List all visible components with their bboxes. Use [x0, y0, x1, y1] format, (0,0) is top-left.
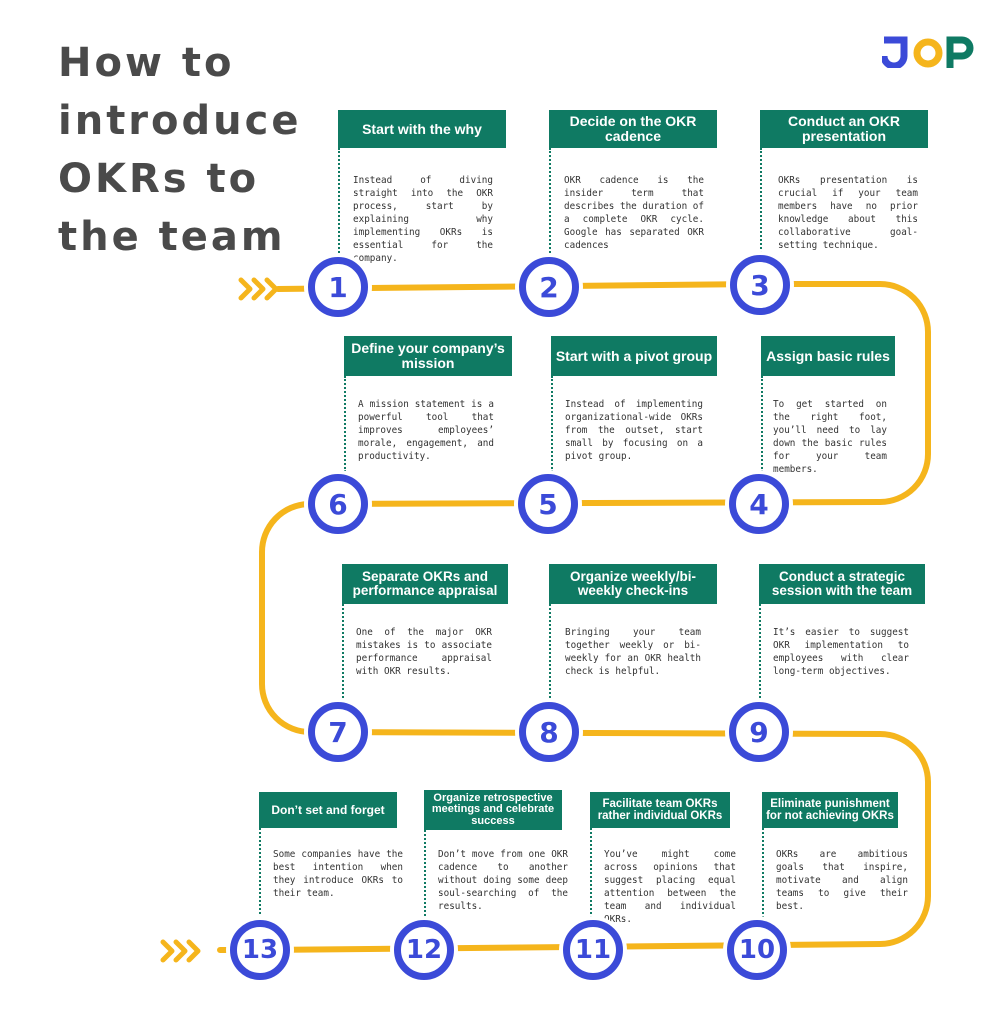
step-number-8: 8 — [519, 702, 579, 762]
title-line: the team — [58, 214, 286, 260]
step-header: Conduct an OKR presentation — [760, 110, 928, 148]
connector-line — [759, 604, 761, 702]
step-number-6: 6 — [308, 474, 368, 534]
connector-line — [590, 828, 592, 938]
step-number-12: 12 — [394, 920, 454, 980]
connector-line — [259, 828, 261, 938]
step-description: One of the major OKR mistakes is to asso… — [356, 627, 492, 677]
step-header: Eliminate punishment for not achieving O… — [762, 792, 898, 828]
connector-line — [549, 604, 551, 702]
connector-line — [338, 148, 340, 260]
step-description: You’ve might come across opinions that s… — [604, 849, 736, 925]
connector-line — [762, 828, 764, 938]
step-number-11: 11 — [563, 920, 623, 980]
title-line: How to — [58, 40, 235, 86]
step-header: Assign basic rules — [761, 336, 895, 376]
step-number-13: 13 — [230, 920, 290, 980]
connector-line — [761, 376, 763, 472]
path-segment — [217, 281, 931, 953]
step-header: Conduct a strategic session with the tea… — [759, 564, 925, 604]
step-number-2: 2 — [519, 257, 579, 317]
step-header: Start with a pivot group — [551, 336, 717, 376]
step-description: Instead of diving straight into the OKR … — [353, 175, 493, 264]
end-arrow-icon — [160, 939, 201, 963]
step-number-1: 1 — [308, 257, 368, 317]
start-arrow-icon — [238, 277, 279, 301]
step-header: Start with the why — [338, 110, 506, 148]
step-description: Instead of implementing organizational-w… — [565, 399, 703, 462]
step-header: Decide on the OKR cadence — [549, 110, 717, 148]
title-line: OKRs to — [58, 156, 260, 202]
step-number-4: 4 — [729, 474, 789, 534]
step-header: Organize weekly/bi-weekly check-ins — [549, 564, 717, 604]
page-title: How to introduce OKRs to the team — [58, 34, 318, 266]
step-description: OKRs are ambitious goals that inspire, m… — [776, 849, 908, 912]
step-description: Don’t move from one OKR cadence to anoth… — [438, 849, 568, 912]
step-description: Some companies have the best intention w… — [273, 849, 403, 899]
connector-line — [424, 830, 426, 936]
step-header: Separate OKRs and performance appraisal — [342, 564, 508, 604]
connector-line — [344, 376, 346, 472]
step-number-3: 3 — [730, 255, 790, 315]
step-header: Don’t set and forget — [259, 792, 397, 828]
connector-line — [760, 148, 762, 260]
title-line: introduce — [58, 98, 302, 144]
jop-logo — [882, 36, 974, 68]
connector-line — [342, 604, 344, 702]
step-description: To get started on the right foot, you’ll… — [773, 399, 887, 475]
step-description: Bringing your team together weekly or bi… — [565, 627, 701, 677]
step-number-9: 9 — [729, 702, 789, 762]
step-number-5: 5 — [518, 474, 578, 534]
step-description: A mission statement is a powerful tool t… — [358, 399, 494, 462]
connector-line — [549, 148, 551, 260]
step-description: It’s easier to suggest OKR implementatio… — [773, 627, 909, 677]
step-header: Define your company’s mission — [344, 336, 512, 376]
step-number-7: 7 — [308, 702, 368, 762]
step-header: Facilitate team OKRs rather individual O… — [590, 792, 730, 828]
step-description: OKRs presentation is crucial if your tea… — [778, 175, 918, 251]
step-header: Organize retrospective meetings and cele… — [424, 790, 562, 830]
step-description: OKR cadence is the insider term that des… — [564, 175, 704, 251]
connector-line — [551, 376, 553, 472]
step-number-10: 10 — [727, 920, 787, 980]
